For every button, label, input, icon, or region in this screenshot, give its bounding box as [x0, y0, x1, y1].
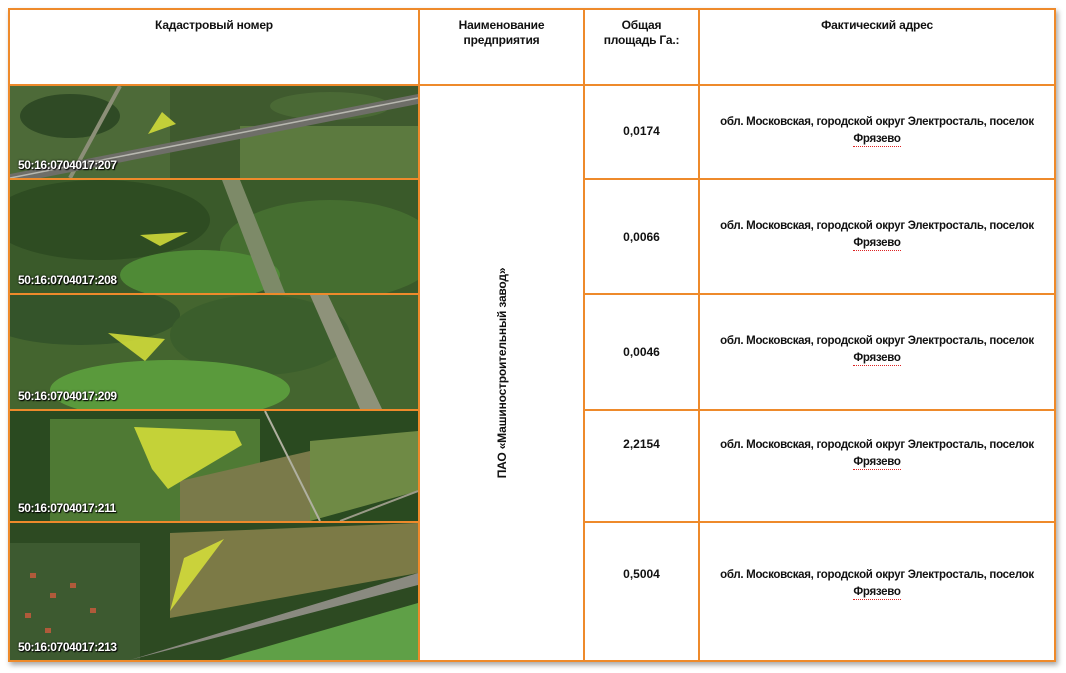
- area-cell: 2,2154: [583, 409, 700, 523]
- header-enterprise-line2: предприятия: [463, 33, 540, 47]
- address-line1: обл. Московская, городской округ Электро…: [720, 439, 1034, 451]
- address-cell: обл. Московская, городской округ Электро…: [698, 293, 1056, 411]
- header-cadastral-text: Кадастровый номер: [155, 18, 273, 32]
- area-value: 0,0046: [623, 345, 660, 359]
- address-cell: обл. Московская, городской округ Электро…: [698, 521, 1056, 662]
- area-value: 0,5004: [623, 567, 660, 581]
- area-cell: 0,0066: [583, 178, 700, 295]
- address-line2: Фрязево: [853, 237, 901, 251]
- address-line2: Фрязево: [853, 586, 901, 600]
- satellite-image-211: [10, 411, 418, 521]
- cadastral-number: 50:16:0704017:211: [18, 501, 116, 515]
- parcel-map-213: 50:16:0704017:213: [8, 521, 420, 662]
- area-value: 0,0066: [623, 230, 660, 244]
- header-cadastral: Кадастровый номер: [8, 8, 420, 86]
- header-address: Фактический адрес: [698, 8, 1056, 86]
- address-cell: обл. Московская, городской округ Электро…: [698, 84, 1056, 180]
- land-parcels-table: Кадастровый номер Наименование предприят…: [8, 8, 1056, 662]
- area-cell: 0,0046: [583, 293, 700, 411]
- satellite-image-207: [10, 86, 418, 178]
- address-line2: Фрязево: [853, 352, 901, 366]
- header-area-line2: площадь Га.:: [603, 33, 680, 47]
- area-cell: 0,0174: [583, 84, 700, 180]
- satellite-image-209: [10, 295, 418, 409]
- address-line2: Фрязево: [853, 456, 901, 470]
- header-enterprise: Наименование предприятия: [418, 8, 585, 86]
- satellite-image-208: [10, 180, 418, 293]
- address-cell: обл. Московская, городской округ Электро…: [698, 409, 1056, 523]
- parcel-map-208: 50:16:0704017:208: [8, 178, 420, 295]
- area-value: 2,2154: [623, 437, 660, 451]
- cadastral-number: 50:16:0704017:213: [18, 640, 117, 654]
- address-line1: обл. Московская, городской округ Электро…: [720, 220, 1034, 232]
- header-area-line1: Общая: [621, 18, 662, 32]
- cadastral-number: 50:16:0704017:208: [18, 273, 117, 287]
- address-cell: обл. Московская, городской округ Электро…: [698, 178, 1056, 295]
- header-address-text: Фактический адрес: [821, 18, 933, 32]
- address-line1: обл. Московская, городской округ Электро…: [720, 569, 1034, 581]
- parcel-map-209: 50:16:0704017:209: [8, 293, 420, 411]
- enterprise-cell: ПАО «Машиностроительный завод»: [418, 84, 585, 662]
- cadastral-number: 50:16:0704017:209: [18, 389, 117, 403]
- cadastral-number: 50:16:0704017:207: [18, 158, 117, 172]
- header-enterprise-line1: Наименование: [458, 18, 545, 32]
- header-area: Общая площадь Га.:: [583, 8, 700, 86]
- address-line2: Фрязево: [853, 133, 901, 147]
- satellite-image-213: [10, 523, 418, 660]
- address-line1: обл. Московская, городской округ Электро…: [720, 116, 1034, 128]
- area-value: 0,0174: [623, 124, 660, 138]
- address-line1: обл. Московская, городской округ Электро…: [720, 335, 1034, 347]
- area-cell: 0,5004: [583, 521, 700, 662]
- enterprise-name: ПАО «Машиностроительный завод»: [494, 267, 509, 479]
- parcel-map-207: 50:16:0704017:207: [8, 84, 420, 180]
- parcel-map-211: 50:16:0704017:211: [8, 409, 420, 523]
